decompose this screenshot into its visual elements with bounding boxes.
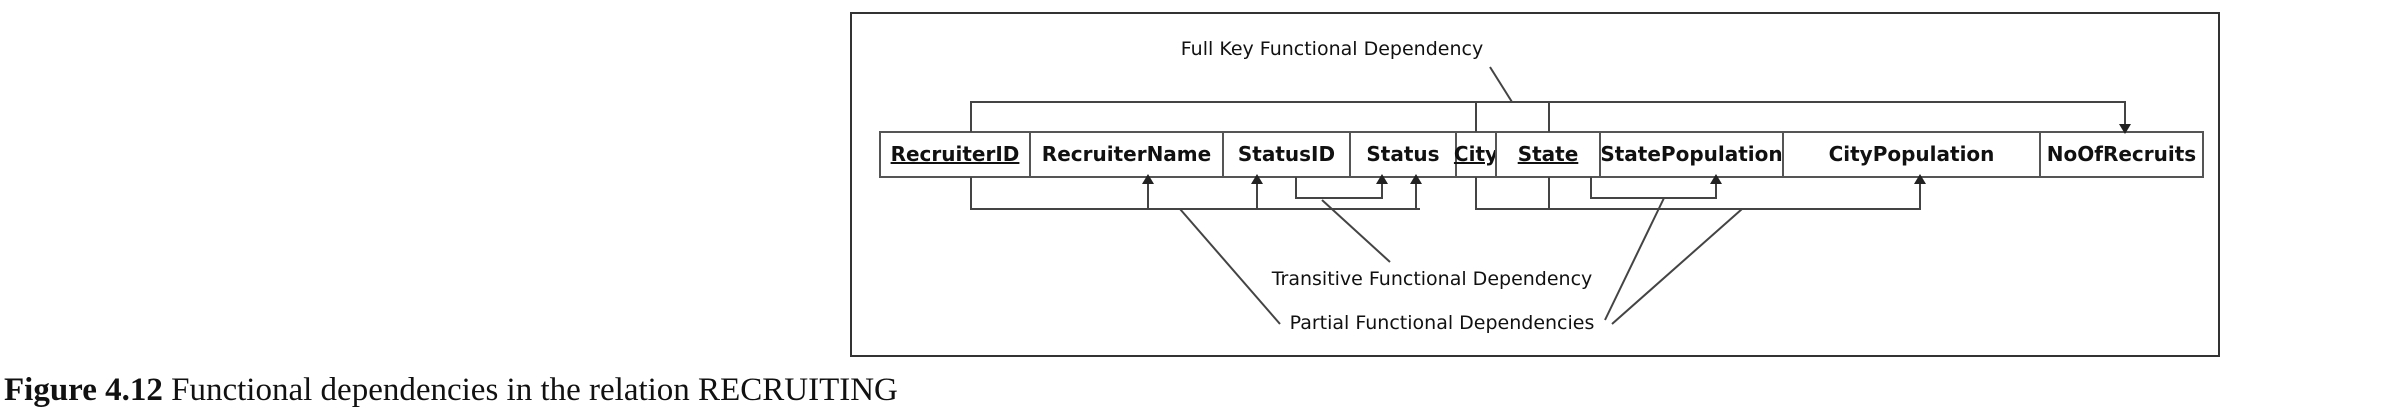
figure-caption-text: Functional dependencies in the relation … <box>171 372 898 408</box>
attribute-cell: RecruiterName <box>1029 131 1224 178</box>
attribute-name: RecruiterName <box>1042 142 1211 166</box>
figure-number: Figure 4.12 <box>4 372 163 408</box>
attribute-name: State <box>1518 142 1579 166</box>
attribute-name: City <box>1454 142 1498 166</box>
transitive-dependency-label: Transitive Functional Dependency <box>1271 268 1593 290</box>
attribute-cell: City <box>1454 131 1498 178</box>
attribute-cell-border <box>1222 131 1351 178</box>
attribute-name: StatePopulation <box>1600 142 1782 166</box>
attribute-name: NoOfRecruits <box>2047 142 2196 166</box>
attribute-name: CityPopulation <box>1829 142 1995 166</box>
attribute-cell: RecruiterID <box>879 131 1031 178</box>
attribute-cell-border <box>2039 131 2204 178</box>
attribute-cell-border <box>1599 131 1784 178</box>
full-key-dependency-bracket <box>970 66 2131 134</box>
label-pointer-lines <box>1179 197 1743 325</box>
relation-attribute-row: RecruiterID RecruiterName StatusID Status Ci… <box>879 131 2204 178</box>
attribute-name: RecruiterID <box>891 142 1020 166</box>
attribute-cell-border <box>1782 131 2041 178</box>
attribute-cell-border <box>1495 131 1601 178</box>
figure-frame <box>850 12 2220 357</box>
attribute-cell-border <box>879 131 1031 178</box>
attribute-cell: State <box>1495 131 1601 178</box>
city-state-dependency-bracket <box>1475 174 1926 210</box>
attribute-cell: CityPopulation <box>1782 131 2041 178</box>
attribute-name: Status <box>1366 142 1439 166</box>
attribute-name: StatusID <box>1238 142 1335 166</box>
transitive-dependency-bracket <box>1295 174 1388 199</box>
attribute-cell: StatusID <box>1222 131 1351 178</box>
full-key-dependency-label: Full Key Functional Dependency <box>1181 38 1483 60</box>
figure-caption: Figure 4.12 Functional dependencies in t… <box>4 372 898 409</box>
attribute-cell: NoOfRecruits <box>2039 131 2204 178</box>
partial-dependencies-label: Partial Functional Dependencies <box>1290 312 1595 334</box>
attribute-cell: StatePopulation <box>1599 131 1784 178</box>
attribute-cell: Status <box>1349 131 1457 178</box>
recruiter-dependency-bracket <box>970 174 1422 210</box>
attribute-cell-border <box>1029 131 1224 178</box>
